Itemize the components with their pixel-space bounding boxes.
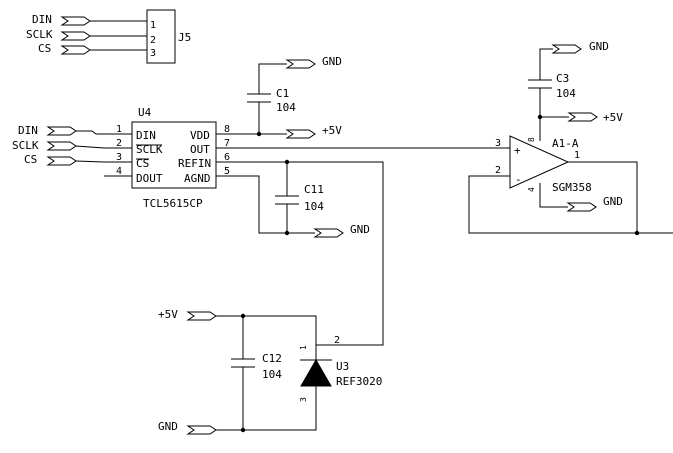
a1-opamp: A1-A SGM358 + - 3 2 1 8 4 +5V GND [468,96,673,236]
u4-pin5-num: 5 [224,166,230,177]
u4-pin-agnd-name: AGND [184,172,211,185]
u4-sclk-label: SCLK [12,139,39,152]
c1-ref: C1 [276,87,289,100]
c1-gnd-port-flag [285,59,316,69]
refin-junction [284,159,290,165]
u4-pin-refin-name: REFIN [178,157,211,170]
u3-pin2: 2 [334,335,340,346]
u4-ref: U4 [138,106,152,119]
u4-din-wire [76,130,104,135]
u4-pin-sclk-name: SCLK [136,143,163,156]
u4-dac: U4 TCL5615CP DIN SCLK CS DOUT 1 2 3 4 VD… [12,106,245,210]
u4-cs-port-flag [46,156,77,166]
c1-gnd-label: GND [322,55,342,68]
j5-sclk-port-flag [60,31,91,41]
u4-pin7-num: 7 [224,138,230,149]
c11-value: 104 [304,200,324,213]
u3-gnd-port-flag [186,425,217,435]
u3-gnd-wire [216,386,317,431]
u3-pin1: 1 [299,345,308,350]
a1-pin1: 1 [574,150,580,161]
u4-pin3-num: 3 [116,152,122,163]
vdd-net-label: +5V [322,124,342,137]
j5-ref: J5 [178,31,191,44]
a1-triangle [509,135,570,189]
u4-pin-din-name: DIN [136,129,156,142]
c1-decoupling: +5V C1 104 GND [245,55,342,139]
c3-upper-lead [539,48,553,80]
c3-gnd-port-flag [551,44,582,54]
u3-gnd-label: GND [158,420,178,433]
u4-part: TCL5615CP [143,197,203,210]
j5-cs-port-flag [60,45,91,55]
j5-connector: J5 DIN 1 SCLK 2 CS 3 [26,9,191,64]
u3-vcc-label: +5V [158,308,178,321]
u4-pin-dout-name: DOUT [136,172,163,185]
u3-vcc-wire [216,315,317,360]
u3-vcc-port-flag [186,311,217,321]
j5-sclk-label: SCLK [26,28,53,41]
a1-ref: A1-A [552,137,579,150]
a1-gnd-label: GND [603,195,623,208]
u4-sclk-wire [75,145,105,149]
vdd-port-flag [285,129,316,139]
a1-part: SGM358 [552,181,592,194]
a1-vcc-port-flag [567,112,598,122]
a1-pin3: 3 [495,138,501,149]
u4-pin1-num: 1 [116,124,122,135]
u3-gnd-junction [240,427,246,433]
u3-part: REF3020 [336,375,382,388]
u4-pin-out-name: OUT [190,143,210,156]
j5-pin3: 3 [150,48,156,59]
a1-plus-sign: + [514,144,521,157]
u3-pin3: 3 [299,397,308,402]
c11-decoupling: GND C11 104 [245,162,370,238]
j5-pin1: 1 [150,20,156,31]
c12-value: 104 [262,368,282,381]
u4-pin6-num: 6 [224,152,230,163]
refin-wire [245,161,384,346]
a1-output-wire [568,161,673,234]
agnd-net-label: GND [350,223,370,236]
u3-reference: +5V C12 104 GND U3 REF3020 1 2 3 [158,308,382,435]
c3-gnd-label: GND [589,40,609,53]
u4-pin-vdd-name: VDD [190,129,210,142]
c1-value: 104 [276,101,296,114]
c1-upper-lead [258,63,287,94]
j5-pin2: 2 [150,35,156,46]
u4-sclk-port-flag [46,141,77,151]
u4-cs-label: CS [24,153,37,166]
u4-pin2-num: 2 [116,138,122,149]
u4-din-label: DIN [18,124,38,137]
c3-ref: C3 [556,72,569,85]
u4-din-port-flag [46,126,77,136]
u3-ref: U3 [336,360,349,373]
a1-vcc-label: +5V [603,111,623,124]
a1-pin8: 8 [527,137,536,142]
a1-pin4: 4 [527,187,536,192]
c3-decoupling: C3 104 GND [528,40,609,100]
a1-gnd-wire [539,183,568,208]
c11-ref: C11 [304,183,324,196]
a1-gnd-port-flag [566,202,597,212]
u4-pin4-num: 4 [116,166,122,177]
j5-din-label: DIN [32,13,52,26]
c12-ref: C12 [262,352,282,365]
u4-body [131,121,217,189]
u3-triangle [300,358,332,387]
u4-pin8-num: 8 [224,124,230,135]
j5-din-port-flag [60,16,91,26]
u4-pin-cs-name: CS [136,157,149,170]
agnd-port-flag [313,228,344,238]
a1-feedback-wire [468,175,637,234]
a1-minus-sign: - [515,173,522,186]
j5-cs-label: CS [38,42,51,55]
c3-value: 104 [556,87,576,100]
a1-pin2: 2 [495,165,501,176]
refin-net [245,159,384,346]
u4-cs-wire [75,160,105,163]
